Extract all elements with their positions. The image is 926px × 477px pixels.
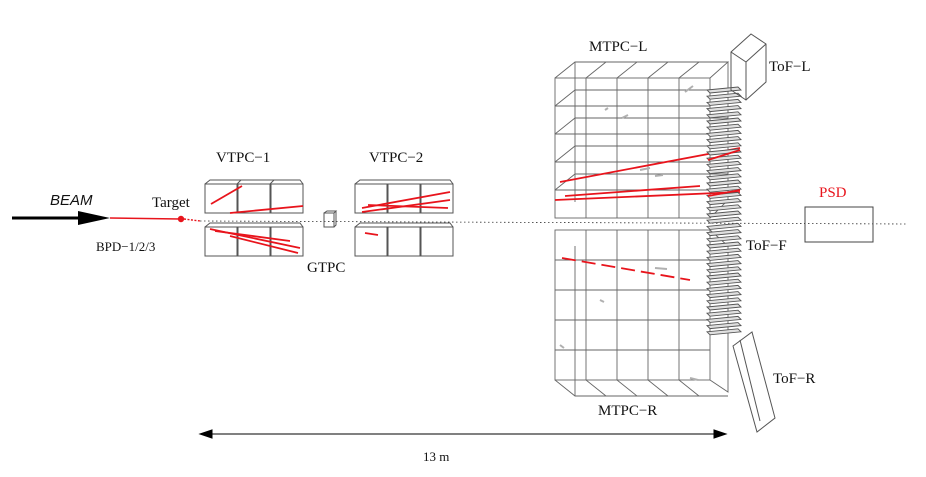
tof-f-slat <box>706 272 742 280</box>
tof-f-slat <box>706 253 742 261</box>
tof-l-box <box>730 33 767 101</box>
mtpc-l-chamber <box>554 61 730 219</box>
tof-f-slat <box>706 98 742 106</box>
mtpc-r-chamber <box>554 229 729 397</box>
beam-track <box>109 217 181 220</box>
tof-r-box <box>732 331 776 433</box>
tof-f-label: ToF−F <box>746 238 787 254</box>
tof-f-slat <box>706 328 742 336</box>
vtpc1-lower <box>204 222 304 257</box>
tof-f-slat <box>706 198 742 206</box>
tof-f-slat <box>706 185 742 193</box>
vtpc1-upper <box>204 179 304 214</box>
tof-f-slat <box>706 222 742 230</box>
scale-label: 13 m <box>423 449 450 464</box>
tof-f-slat <box>706 297 742 305</box>
vtpc2-label: VTPC−2 <box>369 150 424 166</box>
tof-f-slat <box>706 173 742 181</box>
target-tail <box>183 218 201 222</box>
tof-f-slat <box>706 136 742 144</box>
tof-f-slat <box>706 148 742 156</box>
beam-arrow-icon <box>12 211 110 225</box>
tof-l-label: ToF−L <box>769 59 811 75</box>
tof-f-slat <box>706 284 742 292</box>
mtpc-r-label: MTPC−R <box>598 403 658 419</box>
tof-f-slat <box>706 123 742 131</box>
beam-axis-line <box>199 220 907 225</box>
vtpc2-lower <box>354 222 454 257</box>
tof-f-slat <box>706 204 742 212</box>
tof-tracks <box>707 149 741 197</box>
mtpc-r-hits <box>559 267 699 381</box>
mtpc-l-hits <box>604 85 694 177</box>
vtpc1-label: VTPC−1 <box>216 150 271 166</box>
tof-f-slat <box>706 260 742 268</box>
tof-f-slat <box>706 229 742 237</box>
tof-f-slat <box>706 303 742 311</box>
tof-f-slat <box>706 86 742 94</box>
tof-f-slat <box>706 117 742 125</box>
tof-r-label: ToF−R <box>773 371 816 387</box>
tof-f-slat <box>706 142 742 150</box>
psd-label: PSD <box>819 185 847 201</box>
vtpc2-upper <box>354 179 454 214</box>
tof-f-slat <box>706 179 742 187</box>
mtpc-l-label: MTPC−L <box>589 39 648 55</box>
tof-f-slat <box>706 129 742 137</box>
tof-f-slat <box>706 315 742 323</box>
bpd-label: BPD−1/2/3 <box>96 239 156 254</box>
tof-f-slat <box>706 278 742 286</box>
vtpc2-tracks <box>361 191 451 236</box>
tof-f-slat <box>706 266 742 274</box>
tof-f-slat <box>706 191 742 199</box>
vtpc1-tracks <box>209 185 304 254</box>
tof-f-slat <box>706 167 742 175</box>
scale-arrow-icon <box>198 429 728 439</box>
tof-f-slat <box>706 247 742 255</box>
target-marker <box>177 215 185 223</box>
tof-f-slat <box>706 235 742 243</box>
tof-f-slat <box>706 92 742 100</box>
psd-box <box>804 206 874 243</box>
tof-f-slat <box>706 291 742 299</box>
tof-f-slat <box>706 241 742 249</box>
beam-label: BEAM <box>50 192 93 209</box>
gtpc-chamber <box>323 210 338 228</box>
tof-f-slat <box>706 309 742 317</box>
tof-f-slat <box>706 216 742 224</box>
tof-f-slat <box>706 322 742 330</box>
tof-f-wall <box>706 86 742 336</box>
tof-f-slat <box>706 160 742 168</box>
mtpc-r-tracks <box>561 257 691 281</box>
tof-f-slat <box>706 105 742 113</box>
tof-f-slat <box>706 210 742 218</box>
target-label: Target <box>152 195 190 211</box>
tof-f-slat <box>706 111 742 119</box>
gtpc-label: GTPC <box>307 260 346 276</box>
